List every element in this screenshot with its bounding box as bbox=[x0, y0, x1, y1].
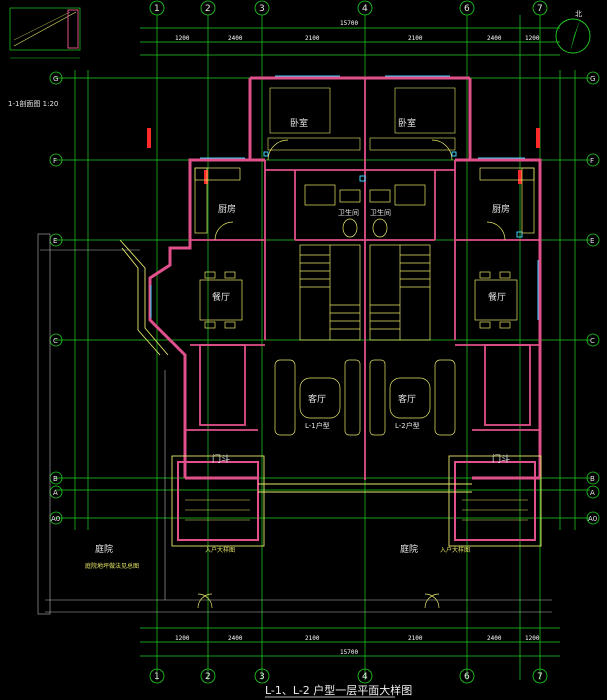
kitchen-counters bbox=[194, 167, 535, 234]
grid-bubbles-bottom: 1 2 3 4 6 7 bbox=[149, 668, 548, 684]
site-outline bbox=[37, 233, 552, 615]
grid-bubbles-right: G F E C B A A0 bbox=[586, 71, 600, 525]
dim-bottom-4: 2100 bbox=[408, 635, 423, 642]
grid-bottom-7: 7 bbox=[537, 672, 543, 682]
grid-bubbles-left: G F E C B A A0 bbox=[49, 71, 63, 525]
dim-top-1: 1200 bbox=[175, 35, 190, 42]
room-bed-right: 卧室 bbox=[398, 117, 416, 129]
windows bbox=[150, 75, 539, 320]
grid-top-2: 2 bbox=[205, 4, 211, 14]
grid-left-a: A bbox=[53, 489, 58, 497]
grid-bubbles-top: 1 2 3 4 6 7 bbox=[149, 0, 548, 16]
exterior-walls bbox=[148, 76, 542, 480]
room-entry-left: 门斗 bbox=[212, 453, 230, 465]
grid-top-1: 1 bbox=[154, 4, 160, 14]
bathroom-fixtures bbox=[304, 184, 426, 238]
dim-top-6: 1200 bbox=[525, 35, 540, 42]
room-yard-right: 庭院 bbox=[400, 543, 418, 555]
section-detail: 1-1剖面图 1:20 bbox=[8, 7, 81, 108]
room-labels: 卧室 卧室 厨房 厨房 卫生间 卫生间 餐厅 餐厅 客厅 客厅 L-1户型 L-… bbox=[85, 117, 510, 570]
dim-bottom-total: 15700 bbox=[340, 649, 358, 656]
grid-right-e: E bbox=[590, 237, 594, 245]
room-dining-left: 餐厅 bbox=[212, 291, 230, 303]
dim-bottom-2: 2400 bbox=[228, 635, 243, 642]
grid-top-6: 6 bbox=[464, 4, 470, 14]
dimension-labels: 15700 1200 2400 2100 2100 2400 1200 1570… bbox=[175, 20, 540, 656]
grid-right-c: C bbox=[590, 337, 595, 345]
north-arrow-icon bbox=[570, 20, 580, 52]
dim-bottom-6: 1200 bbox=[525, 635, 540, 642]
grid-top-3: 3 bbox=[259, 4, 265, 14]
room-kitchen-left: 厨房 bbox=[218, 203, 236, 215]
grid-bottom-1: 1 bbox=[154, 672, 160, 682]
grid-right-a: A bbox=[590, 489, 595, 497]
room-living-right: 客厅 bbox=[398, 393, 416, 405]
entry-vestibules bbox=[177, 461, 536, 541]
door-swings bbox=[197, 139, 506, 609]
unit-label-right: L-2户型 bbox=[395, 421, 420, 430]
interior-walls bbox=[185, 78, 540, 480]
dim-top-total: 15700 bbox=[340, 20, 358, 27]
dim-top-2: 2400 bbox=[228, 35, 243, 42]
section-title: 1-1剖面图 1:20 bbox=[8, 99, 58, 108]
north-label: 北 bbox=[575, 10, 582, 18]
room-bath-left: 卫生间 bbox=[338, 208, 359, 217]
stairs[interactable] bbox=[299, 244, 431, 341]
dim-top-3: 2100 bbox=[305, 35, 320, 42]
bedroom-furniture bbox=[267, 87, 456, 151]
dim-top-4: 2100 bbox=[408, 35, 423, 42]
dining-furniture bbox=[199, 271, 518, 329]
steps-and-outlines bbox=[119, 239, 542, 547]
north-arrow: 北 bbox=[555, 10, 591, 54]
room-entry-right: 门斗 bbox=[492, 453, 510, 465]
entry-steps bbox=[185, 499, 528, 521]
grid-left-a0: A0 bbox=[51, 515, 60, 523]
dim-bottom-3: 2100 bbox=[305, 635, 320, 642]
grid-left-e: E bbox=[53, 237, 57, 245]
room-dining-right: 餐厅 bbox=[488, 291, 506, 303]
room-living-left: 客厅 bbox=[308, 393, 326, 405]
note-yard: 庭院地坪做法见总图 bbox=[85, 562, 139, 570]
grid-bottom-6: 6 bbox=[464, 672, 470, 682]
grid-right-b: B bbox=[590, 475, 595, 483]
drawing-title: L-1、L-2 户型一层平面大样图 bbox=[265, 683, 412, 697]
living-furniture bbox=[274, 359, 456, 436]
grid-bottom-2: 2 bbox=[205, 672, 211, 682]
axis-grid bbox=[55, 15, 590, 680]
room-bed-left: 卧室 bbox=[290, 117, 308, 129]
grid-top-7: 7 bbox=[537, 4, 543, 14]
grid-top-4: 4 bbox=[362, 4, 368, 14]
column-markers bbox=[147, 128, 540, 184]
note-entry-left: 入户大样图 bbox=[205, 546, 235, 554]
grid-left-c: C bbox=[53, 337, 58, 345]
room-kitchen-right: 厨房 bbox=[492, 203, 510, 215]
room-bath-right: 卫生间 bbox=[370, 208, 391, 217]
unit-label-left: L-1户型 bbox=[305, 421, 330, 430]
room-yard-left: 庭院 bbox=[95, 543, 113, 555]
note-entry-right: 入户大样图 bbox=[440, 546, 470, 554]
grid-left-f: F bbox=[53, 157, 57, 165]
grid-left-b: B bbox=[53, 475, 58, 483]
dim-bottom-1: 1200 bbox=[175, 635, 190, 642]
grid-right-f: F bbox=[590, 157, 594, 165]
dim-top-5: 2400 bbox=[487, 35, 502, 42]
grid-bottom-3: 3 bbox=[259, 672, 265, 682]
grid-bottom-4: 4 bbox=[362, 672, 368, 682]
grid-right-a0: A0 bbox=[588, 515, 597, 523]
grid-left-g: G bbox=[53, 75, 58, 83]
dim-bottom-5: 2400 bbox=[487, 635, 502, 642]
grid-right-g: G bbox=[590, 75, 595, 83]
